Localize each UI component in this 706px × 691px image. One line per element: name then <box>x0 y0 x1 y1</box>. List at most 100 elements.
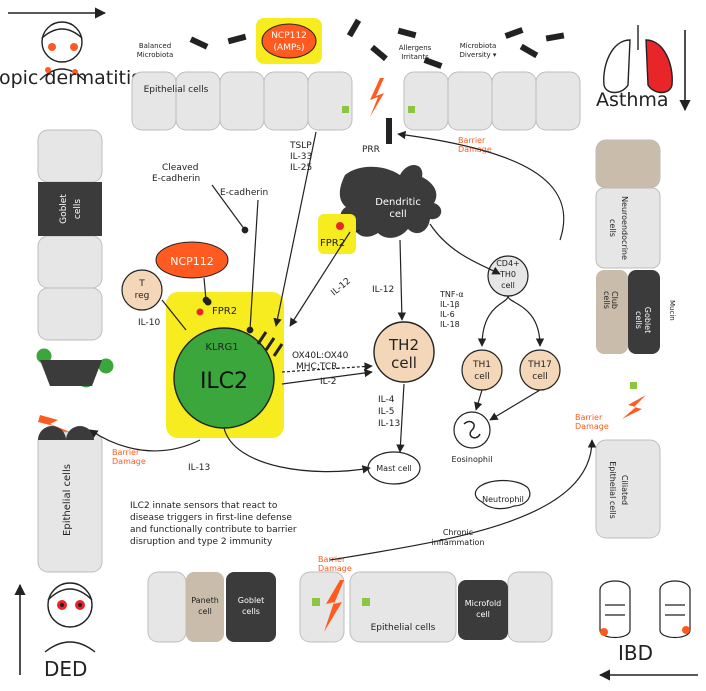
ded-child-icon <box>44 582 96 653</box>
neutrophil-cell <box>474 479 531 510</box>
left-barrier-1: Barrier <box>112 448 140 457</box>
neutrophil-label: Neutrophil <box>482 495 524 504</box>
fpr2-dc-dot <box>336 222 344 230</box>
club-cell <box>596 270 628 354</box>
klrg1-label: KLRG1 <box>205 342 238 353</box>
mucin-label: Mucin <box>668 300 676 321</box>
right-goblet-cell <box>628 270 660 354</box>
atopic-child-icon <box>39 21 85 81</box>
neuro-2: cells <box>608 219 617 237</box>
club-2: cells <box>602 291 611 309</box>
chronic-1: Chronic <box>443 528 473 537</box>
corner-arrows <box>8 7 698 681</box>
marker-bottom-b <box>362 598 370 606</box>
dendritic-2: cell <box>389 209 406 220</box>
fpr2-ilc-dot <box>196 308 204 316</box>
allergens-2: Irritants <box>401 53 429 61</box>
left-epithelial-label: Epithelial cells <box>62 464 73 536</box>
tnf-1: TNF-α <box>439 290 464 299</box>
il12-a: IL-12 <box>330 276 353 298</box>
top-barrier-2: Damage <box>458 145 492 154</box>
microfold-1: Microfold <box>465 599 502 608</box>
caption: ILC2 innate sensors that react to diseas… <box>130 501 297 547</box>
tnf-2: IL-1β <box>440 300 460 309</box>
th1-2: cell <box>474 372 490 382</box>
th2-cell <box>373 321 435 383</box>
lungs-icon <box>603 25 673 94</box>
th2-2: cell <box>391 354 417 372</box>
bottom-barrier-2: Damage <box>318 564 352 573</box>
ncp112-amps-label-2: (AMPs) <box>274 43 305 53</box>
th0-2: TH0 <box>499 270 516 279</box>
mast-label: Mast cell <box>376 464 411 473</box>
balanced-microbiota-2: Microbiota <box>137 51 174 59</box>
ncp112-amps-label-1: NCP112 <box>271 31 307 41</box>
prr-label: PRR <box>362 145 380 155</box>
treg-cell <box>121 269 163 311</box>
lightning-right-icon <box>622 395 646 419</box>
tnf-4: IL-18 <box>440 320 460 329</box>
lightning-top-icon <box>370 78 384 117</box>
fpr2-ilc-label: FPR2 <box>212 306 237 317</box>
right-epithelium <box>595 139 661 539</box>
lightning-bottom-icon <box>324 580 344 632</box>
bottom-goblet-1: Goblet <box>238 596 264 605</box>
tnf-3: IL-6 <box>440 310 455 319</box>
balanced-microbiota-1: Balanced <box>139 42 171 50</box>
title-asthma: Asthma <box>596 89 669 111</box>
left-epithelium <box>37 129 103 573</box>
top-epithelium <box>131 71 581 131</box>
left-goblet-2: cells <box>73 199 83 219</box>
caption-line-2: disease triggers in first-line defense <box>130 513 292 523</box>
th2-il5: IL-5 <box>378 407 394 417</box>
microbes-top <box>189 18 565 69</box>
intestine-icon <box>599 580 691 639</box>
tslp-label: TSLP <box>289 141 312 151</box>
th1-cell <box>461 349 503 391</box>
fpr2-dc-box <box>318 214 356 254</box>
cleaved-1: Cleaved <box>162 163 198 173</box>
il25-label: IL-25 <box>290 163 312 173</box>
chronic-2: inflammation <box>431 538 484 547</box>
marker-right <box>630 382 637 389</box>
left-goblet-secreting <box>40 360 102 386</box>
ciliated-1: Ciliated <box>620 475 629 505</box>
marker-top-b <box>408 106 415 113</box>
th0-1: CD4+ <box>496 259 520 268</box>
paneth-cell <box>186 572 224 642</box>
diversity-2: Diversity ▾ <box>460 51 497 59</box>
paneth-1: Paneth <box>191 596 219 605</box>
top-barrier-1: Barrier <box>458 136 486 145</box>
right-barrier-1: Barrier <box>575 413 603 422</box>
title-atopic: Atopic dermatitis <box>0 67 141 89</box>
bottom-epithelium <box>147 571 553 643</box>
caption-line-1: ILC2 innate sensors that react to <box>130 501 278 511</box>
il10-label: IL-10 <box>138 318 160 328</box>
lightning-left-icon <box>38 415 70 432</box>
allergens-1: Allergens <box>399 44 432 52</box>
pathway-arrows <box>89 130 597 561</box>
right-barrier-2: Damage <box>575 422 609 431</box>
microfold-2: cell <box>476 610 490 619</box>
ecad-label: E-cadherin <box>220 188 268 198</box>
ncp112-blob <box>155 241 229 279</box>
ncp112-amps-blob <box>261 23 317 59</box>
left-goblet-cell <box>38 182 102 236</box>
il2-label: IL-2 <box>320 377 336 387</box>
eosinophil-label: Eosinophil <box>452 455 493 464</box>
ilc2-receptors <box>256 331 284 357</box>
eosinophil-nucleus <box>463 420 481 439</box>
ilc2-label: ILC2 <box>200 369 248 394</box>
th2-il4: IL-4 <box>378 395 395 405</box>
th1-1: TH1 <box>472 360 491 370</box>
ox-2: MHC:TCR <box>296 362 337 372</box>
ox-1: OX40L:OX40 <box>292 351 349 361</box>
treg-2: reg <box>135 291 150 301</box>
club-1: Club <box>610 291 619 309</box>
left-damaged-cells <box>38 426 94 440</box>
right-goblet-1: Goblet <box>643 307 652 333</box>
bottom-goblet-cell <box>226 572 276 642</box>
il12-b: IL-12 <box>372 285 394 295</box>
ciliated-2: Epithelial cells <box>608 461 617 519</box>
